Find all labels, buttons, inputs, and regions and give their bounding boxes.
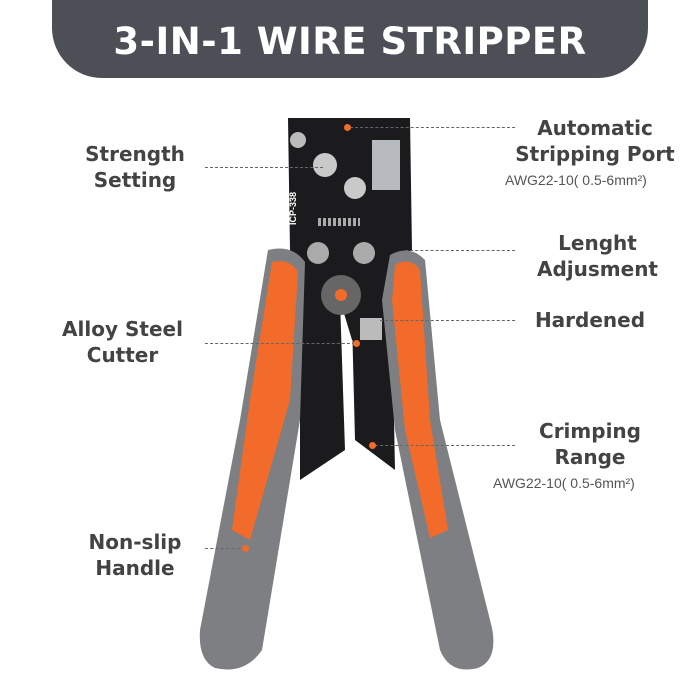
callout-length: Lenght Adjusment [537,231,658,281]
pointer-dot [242,545,249,552]
leader-line [205,167,323,168]
jaw-left [300,300,345,480]
callout-cutter: Alloy Steel Cutter [62,317,183,367]
screw [290,132,306,148]
stripping-port [372,140,400,190]
leader-line [350,127,515,128]
length-knob [344,177,366,199]
pointer-dot [369,442,376,449]
model-number: ICP-338 [288,192,298,225]
page-title: 3-IN-1 WIRE STRIPPER [113,19,587,63]
pivot-center [335,289,347,301]
callout-handle: Non-slip Handle [88,530,182,580]
auto-port-range: AWG22-10( 0.5-6mm²) [505,172,647,188]
leader-line [205,343,355,344]
callout-strength: Strength Setting [85,142,185,192]
leader-line [380,320,515,321]
leader-line [375,445,515,446]
leader-line [405,250,515,251]
crimping-range: AWG22-10( 0.5-6mm²) [493,475,635,491]
jaw-right [352,320,395,470]
brand-logo: iCrimp [274,193,285,225]
rivet [307,242,329,264]
title-banner: 3-IN-1 WIRE STRIPPER [52,0,648,78]
pointer-dot [344,124,351,131]
leader-line [205,548,245,549]
cutter-blade [360,318,382,340]
handle-left [232,261,298,540]
callout-auto-port: Automatic Stripping Port [515,116,675,166]
rivet [353,242,375,264]
strength-knob [313,153,337,177]
handle-right [392,261,448,538]
callout-crimping: Crimping Range [539,419,641,469]
callout-hardened: Hardened [534,308,646,332]
pointer-dot [353,340,360,347]
